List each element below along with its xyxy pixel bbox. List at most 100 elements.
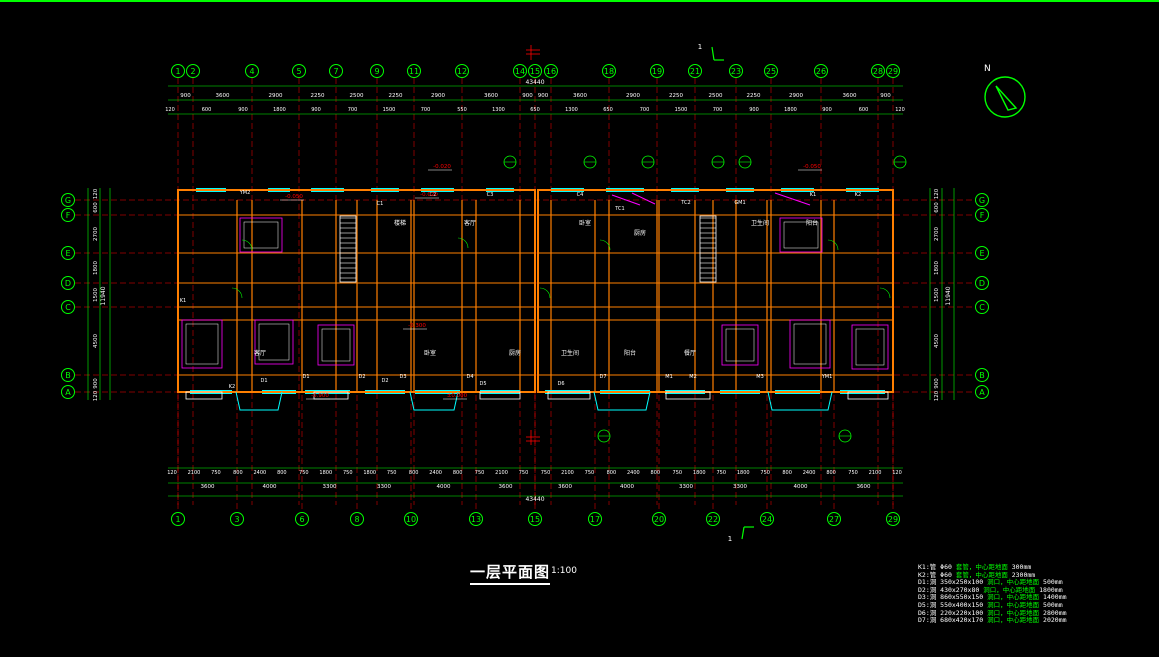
dim-left: 4500 — [93, 334, 99, 348]
axis-label-top: 26 — [816, 67, 826, 76]
room-label: 卫生间 — [561, 349, 579, 357]
dim-bottom-row2: 4000 — [437, 484, 451, 490]
door-swing — [457, 237, 469, 249]
legend-row: D1:洞 350x250x100 洞口，中心距地面 500mm — [918, 578, 1067, 587]
dim-top-row1: 3600 — [216, 93, 230, 99]
dim-bottom-row1: 800 — [409, 470, 419, 476]
dim-bottom-row2: 3300 — [733, 484, 747, 490]
opening-tag: D1 — [302, 374, 309, 380]
opening-tag: M1 — [665, 374, 673, 380]
dim-bottom-row2: 4000 — [263, 484, 277, 490]
dim-bottom-row1: 750 — [299, 470, 309, 476]
opening-tag: D6 — [557, 381, 564, 387]
legend-note: 套管，中心距地面 — [955, 563, 1012, 571]
legend-note: 洞口，中心距地面 — [987, 600, 1044, 609]
dim-top-row1: 3600 — [484, 93, 498, 99]
axis-bubble-left — [61, 208, 75, 222]
axis-label-top: 21 — [690, 67, 700, 76]
dim-bottom-row2: 3600 — [558, 484, 572, 490]
dim-top-row1: 2500 — [350, 93, 364, 99]
axis-bubble-bottom — [295, 512, 309, 526]
legend-spec: D3:洞 860x550x150 — [918, 593, 988, 602]
dim-bottom-row1: 750 — [673, 470, 683, 476]
dim-bottom-row1: 2400 — [254, 470, 267, 476]
dim-bottom-row1: 800 — [782, 470, 792, 476]
dim-top-row2: 600 — [859, 107, 869, 113]
dim-top-row2: 700 — [421, 107, 431, 113]
axis-bubble-top — [650, 64, 664, 78]
legend-value: 500mm — [1043, 600, 1063, 609]
legend-spec: D6:洞 220x220x100 — [918, 608, 988, 617]
dim-bottom-row1: 750 — [716, 470, 726, 476]
dim-top-row1: 900 — [522, 93, 533, 99]
section-mark-label: 1 — [698, 43, 702, 51]
room-label: 阳台 — [806, 219, 818, 227]
legend-row: D3:洞 860x550x150 洞口，中心距地面 1400mm — [918, 594, 1067, 602]
axis-label-right: G — [979, 196, 985, 205]
axis-label-top: 5 — [296, 67, 301, 76]
furniture-outline — [317, 324, 355, 366]
legend-note: 套管，中心距地面 — [955, 570, 1012, 579]
room-label: 客厅 — [254, 349, 266, 357]
axis-label-top: 19 — [652, 67, 662, 76]
building-right-block — [537, 189, 894, 393]
dim-top-row1: 2250 — [747, 93, 761, 99]
dim-bottom-row1: 800 — [277, 470, 287, 476]
opening-tag: D7 — [599, 374, 606, 380]
dim-bottom-row2: 3600 — [499, 484, 513, 490]
dim-bottom-row2: 3600 — [201, 484, 215, 490]
balcony-rail — [547, 391, 591, 400]
dim-left: 900 — [93, 378, 99, 389]
legend-spec: D5:洞 550x400x150 — [918, 600, 988, 609]
dim-right: 120 — [934, 188, 940, 199]
dim-bottom-row2: 3300 — [323, 484, 337, 490]
dim-left: 1800 — [93, 261, 99, 275]
axis-label-left: F — [66, 211, 71, 220]
axis-bubble-top — [729, 64, 743, 78]
opening-tag: YM1 — [821, 374, 833, 380]
axis-bubble-right — [975, 385, 989, 399]
axis-bubble-right — [975, 368, 989, 382]
balcony-rail — [479, 391, 521, 400]
dim-right: 600 — [934, 202, 940, 213]
door-swing — [539, 287, 551, 299]
north-label: N — [984, 64, 991, 74]
furniture-outline — [254, 319, 294, 365]
dim-bottom-row2: 4000 — [794, 484, 808, 490]
axis-label-bottom: 27 — [829, 515, 839, 524]
dim-top-row2: 900 — [749, 107, 759, 113]
dim-top-row2: 1500 — [383, 107, 396, 113]
dim-bottom-row1: 1800 — [737, 470, 750, 476]
axis-label-top: 1 — [175, 67, 180, 76]
dim-top-row1: 2250 — [389, 93, 403, 99]
legend-value: 500mm — [1043, 578, 1063, 587]
dim-top-row1: 2900 — [269, 93, 283, 99]
opening-tag: K2 — [229, 384, 235, 390]
total-depth-right: 11940 — [945, 286, 952, 305]
door-swing — [231, 287, 243, 299]
dim-top-row1: 2250 — [311, 93, 325, 99]
axis-label-right: B — [979, 371, 985, 380]
axis-label-top: 7 — [333, 67, 338, 76]
legend-spec: K2:管 Φ60 — [918, 570, 956, 579]
furniture-outline — [789, 319, 831, 369]
axis-label-top: 23 — [731, 67, 741, 76]
dim-top-row2: 1500 — [675, 107, 688, 113]
room-label: 卧室 — [579, 219, 591, 227]
elevation-label: -0.050 — [803, 164, 821, 170]
dim-bottom-row1: 120 — [167, 470, 177, 476]
axis-label-top: 16 — [546, 67, 556, 76]
axis-bubble-top — [814, 64, 828, 78]
dim-top-row2: 700 — [713, 107, 723, 113]
axis-label-right: E — [979, 249, 984, 258]
axis-bubble-bottom — [652, 512, 666, 526]
room-label: 客厅 — [464, 219, 476, 227]
dim-top-row2: 650 — [530, 107, 540, 113]
dim-top-row2: 650 — [603, 107, 613, 113]
legend-value: 2800mm — [1043, 608, 1067, 617]
door-swing — [827, 239, 839, 251]
balcony-rail — [665, 391, 711, 400]
axis-bubble-right — [975, 208, 989, 222]
legend-note: 洞口，中心距地面 — [987, 608, 1044, 617]
legend-row: D5:洞 550x400x150 洞口，中心距地面 500mm — [918, 600, 1067, 610]
